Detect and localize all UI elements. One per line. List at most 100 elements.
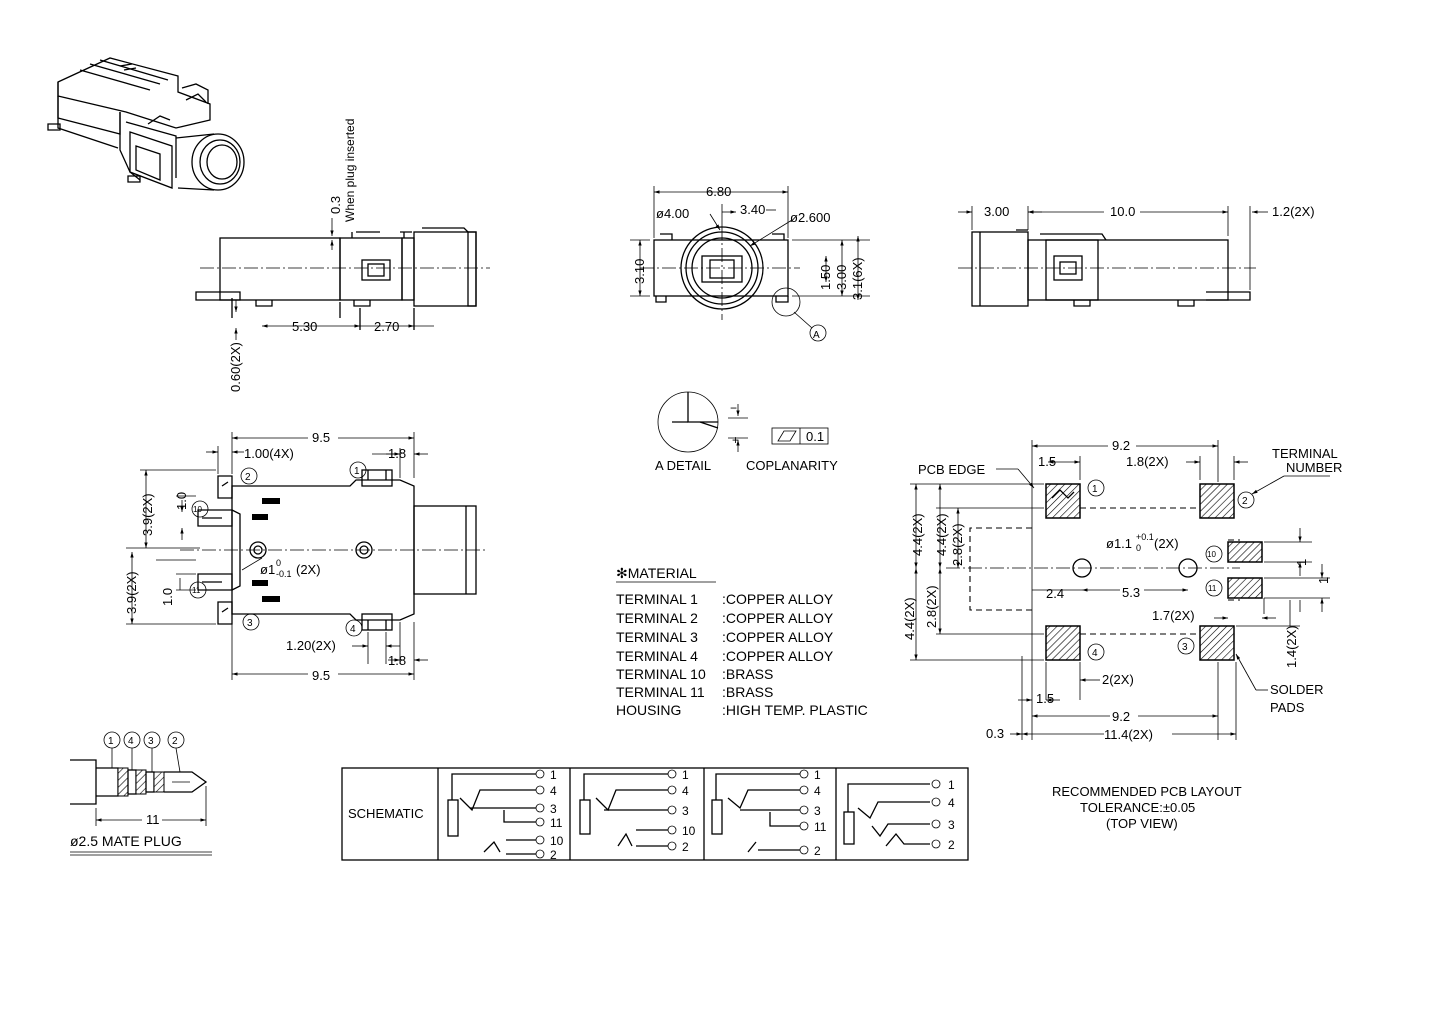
material-value-1: :COPPER ALLOY [722,591,834,607]
dim-1-0-lower: 1.0 [160,588,175,606]
top-dim-9-5: 9.5 [312,430,330,445]
top-view: 9.5 1.00(4X) 1.8 3.9(2X) 1.0 3.9(2X) 1.0… [124,428,488,683]
plug-ring-4: 4 [128,736,134,747]
coplanarity-value: 0.1 [806,429,824,444]
material-name-housing: HOUSING [616,702,681,718]
plug-note: When plug inserted [343,119,357,222]
material-value-housing: :HIGH TEMP. PLASTIC [722,702,868,718]
solder-pads-label-2: PADS [1270,700,1305,715]
svg-text:+: + [732,433,739,447]
dim-3-40: 3.40 [740,202,765,217]
schematic-table: SCHEMATIC 1 4 3 11 10 2 1 [341,767,969,862]
material-heading: ✻MATERIAL [616,565,697,581]
svg-text:4: 4 [948,796,955,810]
svg-text:3: 3 [682,804,689,818]
svg-text:1: 1 [550,768,557,782]
pcb-dim-1-b: 1 [1316,577,1331,584]
material-name-1: TERMINAL 1 [616,591,698,607]
pcb-terminal-1: 1 [1092,484,1098,495]
dim-1-00-4x: 1.00(4X) [244,446,294,461]
detail-a: + − 0.1 A DETAIL COPLANARITY [655,391,838,473]
pcb-note-line3: (TOP VIEW) [1106,816,1178,831]
svg-text:4: 4 [814,784,821,798]
terminal-2: 2 [245,472,251,483]
plug-ring-1: 1 [108,736,114,747]
pcb-note-line1: RECOMMENDED PCB LAYOUT [1052,784,1242,799]
dim-2-70: 2.70 [374,319,399,334]
a-detail-label: A DETAIL [655,458,711,473]
mate-plug-label: ø2.5 MATE PLUG [70,833,182,849]
pcb-dim-1-5-top: 1.5 [1038,454,1056,469]
pcb-dim-4-4-2x-b: 4.4(2X) [934,513,949,556]
dim-1-2-2x: 1.2(2X) [1272,204,1315,219]
terminal-3: 3 [247,618,253,629]
svg-text:10: 10 [682,824,696,838]
material-name-4: TERMINAL 4 [616,648,698,664]
pcb-dim-9-2-bottom: 9.2 [1112,709,1130,724]
dim-3-9-2x-upper: 3.9(2X) [140,493,155,536]
pcb-dim-1-7-2x: 1.7(2X) [1152,608,1195,623]
material-value-2: :COPPER ALLOY [722,610,834,626]
terminal-number-label-2: NUMBER [1286,460,1342,475]
svg-text:0: 0 [276,558,281,568]
svg-text:2: 2 [814,844,821,858]
pcb-dim-9-2-top: 9.2 [1112,438,1130,453]
schematic-cell-3: 1 4 3 11 2 [711,768,827,858]
dim-3-00-right: 3.00 [984,204,1009,219]
schematic-cell-1: 1 4 3 11 10 2 [447,768,564,862]
pcb-dim-2-8-2x-b: 2.8(2X) [924,585,939,628]
front-view: A 6.80 ø4.00 3.40 ø2.600 3.10 1.50 3.00 … [630,184,870,342]
top-dim-1-8: 1.8 [388,446,406,461]
dim-6-80: 6.80 [706,184,731,199]
pcb-dim-4-4-2x-c: 4.4(2X) [902,597,917,640]
detail-ref-a: A [813,330,820,341]
pcb-layout: ø1.1 +0.1 0 (2X) 9.2 PCB EDGE 1.5 1.8(2X… [902,438,1342,742]
svg-text:1: 1 [682,768,689,782]
dim-3-10: 3.10 [632,259,647,284]
dim-0-3: 0.3 [328,196,343,214]
svg-text:2: 2 [682,840,689,854]
pcb-terminal-2: 2 [1242,496,1248,507]
svg-text:−: − [730,401,737,415]
hole-dia-label: ø1 [260,562,275,577]
terminal-10: 10 [193,505,202,514]
plug-ring-3: 3 [148,736,154,747]
svg-text:11: 11 [550,816,563,830]
pcb-terminal-4: 4 [1092,648,1098,659]
pcb-note: RECOMMENDED PCB LAYOUT TOLERANCE:±0.05 (… [1052,784,1242,831]
material-name-2: TERMINAL 2 [616,610,698,626]
pcb-dim-4-4-2x-a: 4.4(2X) [910,513,925,556]
material-name-3: TERMINAL 3 [616,629,698,645]
dim-1-20-2x: 1.20(2X) [286,638,336,653]
pcb-dim-5-3: 5.3 [1122,585,1140,600]
pcb-hole-count: (2X) [1154,536,1179,551]
pcb-dim-1-a: 1 [1294,559,1309,566]
plug-ring-2: 2 [172,736,178,747]
pcb-dim-11-4-2x: 11.4(2X) [1104,727,1153,742]
dim-3-9-2x-lower: 3.9(2X) [124,571,139,614]
material-value-4: :COPPER ALLOY [722,648,834,664]
dim-1-0-upper: 1.0 [174,492,189,510]
schematic-cell-4: 1 4 3 2 [843,778,955,852]
material-name-11: TERMINAL 11 [616,684,705,700]
plug-length: 11 [146,812,160,827]
dim-dia-2-600: ø2.600 [790,210,830,225]
dim-0-60-2x: 0.60(2X) [228,342,243,392]
svg-text:+0.1: +0.1 [1136,532,1154,542]
terminal-1: 1 [354,466,360,477]
svg-text:3: 3 [814,804,821,818]
pcb-dim-2-8-2x-a: 2.8(2X) [950,523,965,566]
dim-1-50: 1.50 [818,265,833,290]
pcb-edge-label: PCB EDGE [918,462,986,477]
pcb-terminal-10: 10 [1207,550,1216,559]
bottom-dim-9-5: 9.5 [312,668,330,683]
pcb-dim-1-4-2x: 1.4(2X) [1284,625,1299,668]
svg-text:10: 10 [550,834,564,848]
svg-text:11: 11 [814,820,827,834]
terminal-number-label-1: TERMINAL [1272,446,1338,461]
svg-text:1: 1 [948,778,955,792]
pcb-note-line2: TOLERANCE:±0.05 [1080,800,1195,815]
dim-10-0: 10.0 [1110,204,1135,219]
svg-text:-0.1: -0.1 [276,569,292,579]
